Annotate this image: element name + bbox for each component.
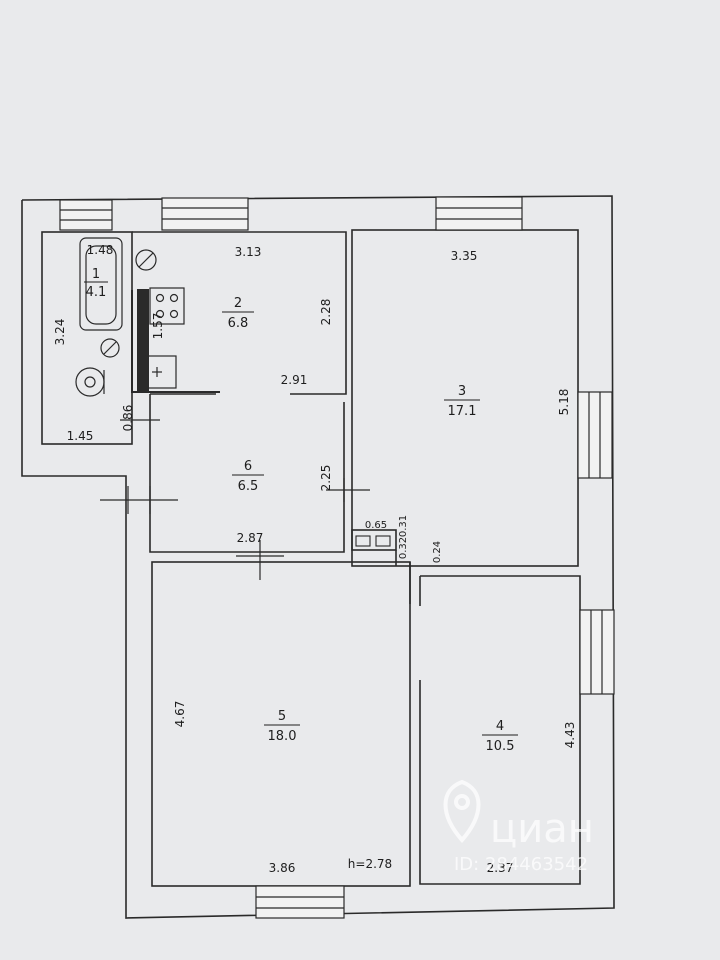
dim-bath-bottom: 1.45 (67, 429, 94, 443)
toilet-icon (75, 367, 105, 397)
room-4-label: 4 10.5 (482, 719, 518, 754)
dim-room3-right: 5.18 (557, 389, 571, 416)
location-pin-icon (443, 779, 481, 844)
room-1-number: 1 (92, 267, 100, 282)
window-room4-right (579, 609, 615, 695)
ceiling-height: h=2.78 (348, 857, 392, 871)
dim-kitchen-top: 3.13 (235, 245, 262, 259)
dim-room5-left: 4.67 (173, 701, 187, 728)
room-6-label: 6 6.5 (232, 459, 264, 494)
dim-closet-d: 0.32 (398, 537, 409, 559)
dim-closet-x: 0.24 (432, 541, 443, 563)
dim-bath-top: 1.48 (87, 243, 114, 257)
dim-room4-bottom: 2.37 (487, 861, 514, 875)
dim-closet-w: 0.65 (365, 520, 387, 531)
bathtub-icon (79, 237, 123, 331)
dim-kitchen-right: 2.28 (319, 299, 333, 326)
room-5-label: 5 18.0 (264, 709, 300, 744)
room-4-number: 4 (496, 719, 504, 734)
room-labels: 1 4.1 2 6.8 3 17.1 4 10.5 5 18.0 6 6.5 (84, 267, 518, 754)
room-2-outline (132, 231, 347, 395)
closet-outline (351, 529, 397, 551)
room-6-area: 6.5 (238, 479, 259, 494)
window-kitchen (161, 197, 249, 231)
room-6-number: 6 (244, 459, 252, 474)
room-1-area: 4.1 (86, 285, 107, 300)
sink-icon (100, 338, 120, 358)
boiler-icon (145, 355, 177, 389)
watermark-brand: циан (490, 806, 594, 852)
kitchen-sink-icon (135, 249, 157, 271)
dimension-labels: 1.48 3.24 1.45 0.86 3.13 2.28 1.57 2.91 … (53, 243, 577, 875)
window-room5-bottom (255, 885, 345, 919)
room-1-label: 1 4.1 (84, 267, 108, 300)
room-2-number: 2 (234, 296, 242, 311)
dim-room4-right: 4.43 (563, 722, 577, 749)
room-5-area: 18.0 (268, 729, 297, 744)
dim-room3-top: 3.35 (451, 249, 478, 263)
dim-bath-side: 3.24 (53, 319, 67, 346)
watermark-id: ID: 284463542 (454, 854, 588, 875)
window-bath (59, 199, 113, 231)
dim-closet-h: 0.31 (398, 515, 409, 537)
room-2-label: 2 6.8 (222, 296, 254, 331)
room-3-area: 17.1 (448, 404, 477, 419)
door-marks (100, 419, 370, 580)
window-room3-top (435, 196, 523, 231)
dim-hall-bottom: 2.87 (237, 531, 264, 545)
dim-hall-side: 2.25 (319, 465, 333, 492)
closet-shelves-icon (355, 535, 391, 547)
room-5-number: 5 (278, 709, 286, 724)
dim-kitchen-left: 1.57 (151, 313, 165, 340)
dim-room5-bottom: 3.86 (269, 861, 296, 875)
dim-kitchen-bottom: 2.91 (281, 373, 308, 387)
room-4-outline (419, 575, 581, 885)
watermark: циан ID: 284463542 (443, 779, 594, 875)
window-room3-right (577, 391, 613, 479)
dim-bath-small: 0.86 (121, 405, 135, 432)
room-6-outline (149, 394, 345, 553)
room-5-outline (151, 561, 411, 887)
windows (59, 196, 615, 919)
room-3-label: 3 17.1 (444, 384, 480, 419)
room-3-number: 3 (458, 384, 466, 399)
room-2-area: 6.8 (228, 316, 249, 331)
inner-walls (41, 229, 581, 887)
counter-icon (131, 289, 220, 393)
outer-walls (21, 195, 615, 919)
room-4-area: 10.5 (486, 739, 515, 754)
stove-icon (149, 287, 185, 325)
